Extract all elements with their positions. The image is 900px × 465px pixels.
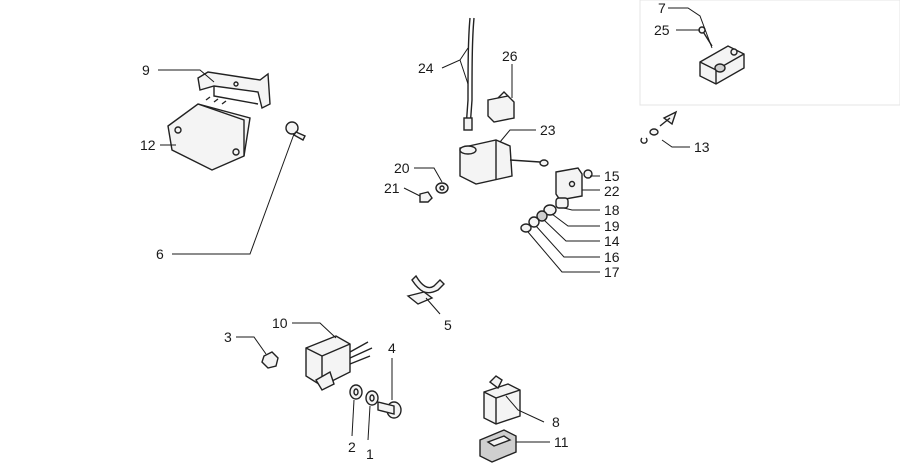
- part-3-nut: [261, 351, 279, 369]
- label-21: 21: [384, 180, 400, 196]
- label-7: 7: [658, 0, 666, 16]
- part-26-cap: [487, 91, 515, 123]
- label-13: 13: [694, 139, 710, 155]
- label-22: 22: [604, 183, 620, 199]
- callout-labels: 1 2 3 4 5 6 7 8 9 10 11 12 13 14 15 16 1…: [140, 0, 710, 462]
- label-24: 24: [418, 60, 434, 76]
- part-6-screw: [285, 121, 306, 141]
- label-10: 10: [272, 315, 288, 331]
- label-2: 2: [348, 439, 356, 455]
- label-9: 9: [142, 62, 150, 78]
- label-11: 11: [554, 434, 569, 450]
- label-12: 12: [140, 137, 156, 153]
- label-26: 26: [502, 48, 518, 64]
- label-3: 3: [224, 329, 232, 345]
- part-15-screw: [583, 169, 593, 179]
- parts-spacer-stack: [520, 197, 569, 233]
- label-16: 16: [604, 249, 620, 265]
- part-12-cover: [167, 96, 251, 171]
- label-6: 6: [156, 246, 164, 262]
- label-1: 1: [366, 446, 374, 462]
- leader-lines: [158, 7, 713, 443]
- part-20-washer: [435, 182, 449, 194]
- part-2-washer: [349, 384, 363, 400]
- label-4: 4: [388, 340, 396, 356]
- label-23: 23: [540, 122, 556, 138]
- part-11-holder: [479, 429, 517, 463]
- part-1-washer: [365, 390, 379, 406]
- label-18: 18: [604, 202, 620, 218]
- label-20: 20: [394, 160, 410, 176]
- label-25: 25: [654, 22, 670, 38]
- label-5: 5: [444, 317, 452, 333]
- label-14: 14: [604, 233, 620, 249]
- label-17: 17: [604, 264, 620, 280]
- part-22-bracket: [555, 167, 583, 201]
- part-5-clamp: [406, 274, 445, 305]
- part-10-regulator: [305, 335, 373, 391]
- label-15: 15: [604, 168, 620, 184]
- part-7-housing: [699, 45, 745, 85]
- part-8-relay: [483, 375, 521, 425]
- label-8: 8: [552, 414, 560, 430]
- label-19: 19: [604, 218, 620, 234]
- part-23-coil: [459, 139, 549, 185]
- part-13-bolt: [640, 110, 678, 144]
- inset-border: [639, 0, 900, 106]
- part-24-cable: [463, 17, 475, 131]
- part-9-bracket: [197, 71, 271, 110]
- part-4-bolt: [377, 401, 402, 419]
- part-21-nut: [419, 191, 433, 203]
